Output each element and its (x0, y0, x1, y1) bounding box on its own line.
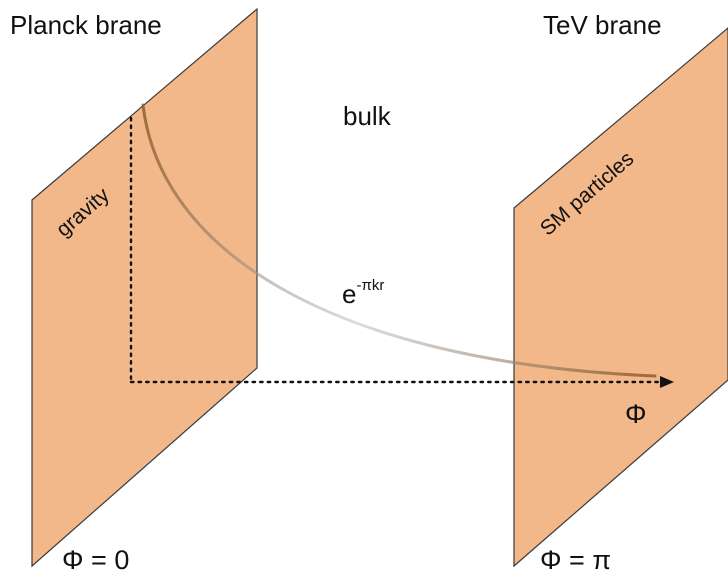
tev-brane-title: TeV brane (543, 10, 662, 40)
warp-factor-base: e (342, 279, 357, 309)
phi-pi-label: Φ = π (540, 545, 611, 575)
warp-factor-curve (141, 103, 657, 378)
phi-axis-label: Φ (625, 399, 647, 429)
phi-zero-label: Φ = 0 (62, 545, 130, 575)
phi-axis-arrowhead (660, 376, 674, 388)
planck-brane (31, 7, 258, 568)
tev-brane (513, 27, 728, 568)
planck-brane-title: Planck brane (10, 10, 162, 40)
warp-factor-label: e-πkr (342, 277, 384, 310)
warp-factor-exponent: -πkr (356, 277, 385, 294)
bulk-label: bulk (343, 101, 391, 131)
